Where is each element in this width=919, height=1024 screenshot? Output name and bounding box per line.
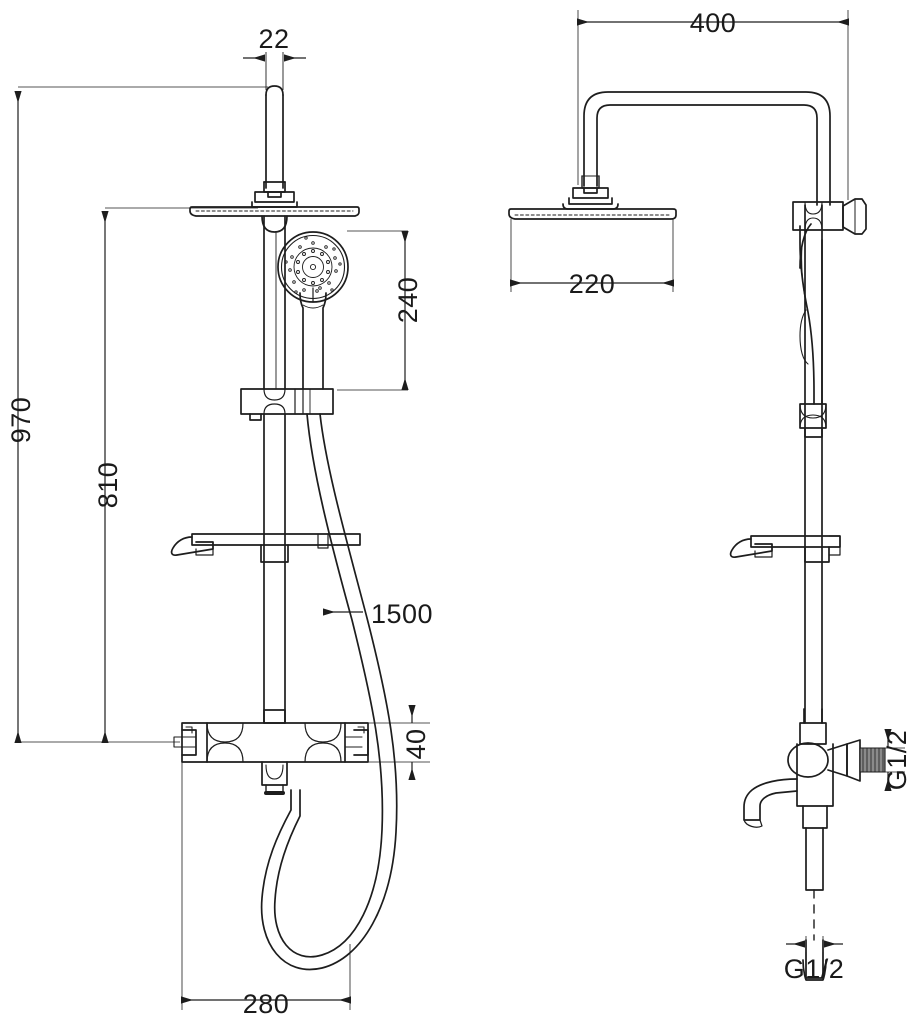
label-hose-length: 1500: [371, 599, 433, 629]
dimension-labels: 22 970 810 240 1500 40 280 400 220 G1/2 …: [6, 8, 912, 1019]
dim-outlet-thread: [786, 936, 843, 950]
front-view-dimensions: [14, 52, 430, 1010]
label-total-height: 970: [6, 397, 36, 444]
soap-shelf-side: [729, 535, 841, 563]
label-handset-drop: 240: [393, 277, 423, 324]
label-valve-width: 280: [243, 989, 290, 1019]
hand-shower-side: [799, 223, 823, 405]
label-outlet-thread: G1/2: [784, 954, 845, 984]
label-valve-height: 40: [401, 728, 431, 759]
spray-nozzles: [284, 236, 342, 294]
label-inlet-thread: G1/2: [882, 730, 912, 791]
hose-connector-side: [802, 889, 827, 981]
curved-shower-arm-side: [581, 91, 831, 206]
side-view: [508, 91, 886, 981]
rain-head-swivel: [261, 215, 288, 233]
dim-handset-drop: [337, 230, 409, 391]
dim-valve-height: [368, 705, 430, 780]
hand-shower-lower-ring-side: [799, 403, 827, 438]
soap-shelf-front: [170, 533, 361, 563]
side-view-dimensions: [510, 10, 905, 950]
dim-total-height: [14, 86, 268, 743]
hand-shower-head-front: [277, 231, 349, 303]
label-head-diameter: 220: [569, 269, 616, 299]
dim-arm-reach: [577, 10, 849, 200]
dim-valve-width: [181, 762, 351, 1010]
flexible-hose-front: [260, 413, 398, 971]
label-head-height: 810: [93, 462, 123, 509]
rain-shower-head-side: [508, 208, 677, 220]
dim-inlet-thread: [884, 729, 905, 791]
rain-head-mount-side: [562, 187, 619, 210]
dim-riser-diameter: [243, 52, 306, 90]
front-view: [170, 85, 398, 971]
dim-head-height: [101, 207, 258, 743]
label-riser-diameter: 22: [258, 24, 289, 54]
label-arm-reach: 400: [690, 8, 737, 38]
hand-shower-handle-front: [299, 292, 327, 390]
hand-shower-holder-side: [792, 198, 867, 235]
hand-shower-holder-front: [240, 388, 334, 421]
dim-head-diameter: [510, 219, 674, 292]
